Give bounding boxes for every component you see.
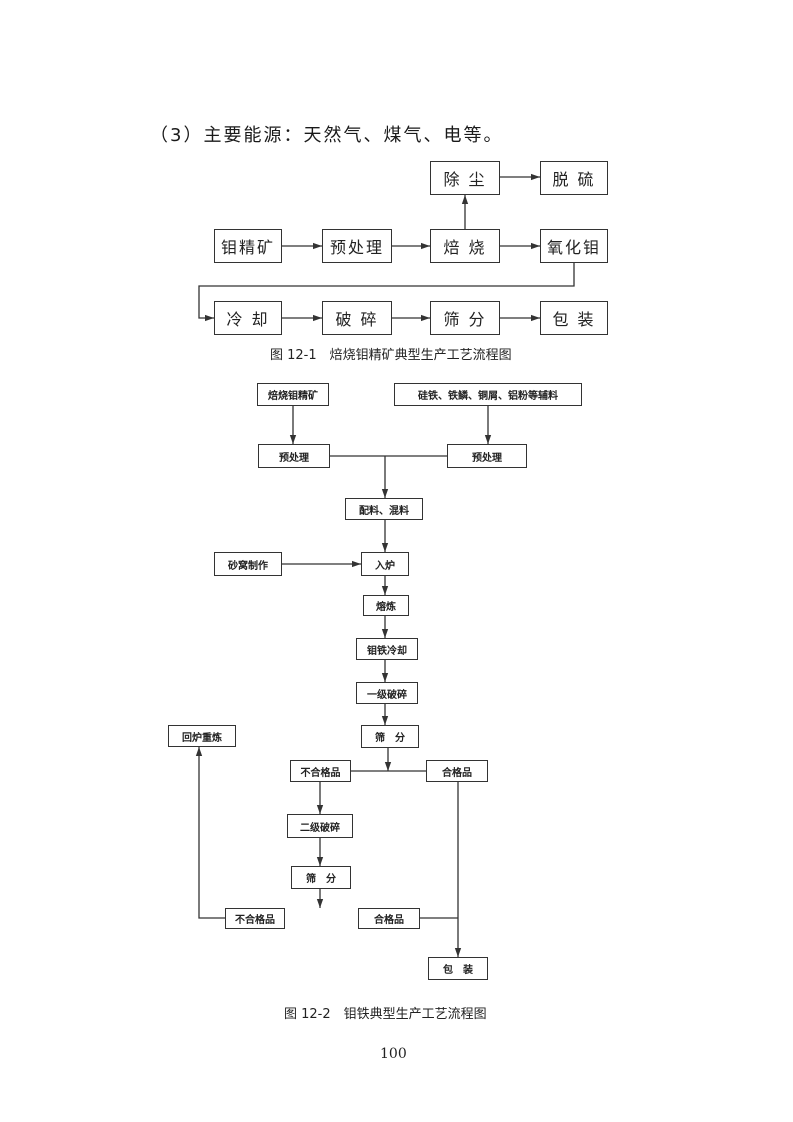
node-screening-1: 筛 分 xyxy=(361,725,419,748)
intro-text: （3）主要能源：天然气、煤气、电等。 xyxy=(150,125,504,146)
node-moly-concentrate: 钼精矿 xyxy=(214,229,282,263)
node-cooling: 冷 却 xyxy=(214,301,282,335)
node-crushing: 破 碎 xyxy=(322,301,392,335)
node-batching-mixing: 配料、混料 xyxy=(345,498,423,520)
node-desulfurization: 脱 硫 xyxy=(540,161,608,195)
node-pretreatment-left: 预处理 xyxy=(258,444,330,468)
figure-12-1-caption: 图 12-1 焙烧钼精矿典型生产工艺流程图 xyxy=(270,348,512,363)
node-auxiliary-materials: 硅铁、铁鳞、铜屑、铝粉等辅料 xyxy=(394,383,582,406)
node-charging: 入炉 xyxy=(361,552,409,576)
node-screening-2: 筛 分 xyxy=(291,866,351,889)
node-sand-nest: 砂窝制作 xyxy=(214,552,282,576)
node-pretreatment: 预处理 xyxy=(322,229,392,263)
node-roasted-concentrate: 焙烧钼精矿 xyxy=(257,383,329,406)
page-number: 100 xyxy=(380,1046,407,1062)
node-unqualified-2: 不合格品 xyxy=(225,908,285,929)
node-screening: 筛 分 xyxy=(430,301,500,335)
node-packaging: 包 装 xyxy=(540,301,608,335)
node-molybdenum-oxide: 氧化钼 xyxy=(540,229,608,263)
figure-12-2-caption: 图 12-2 钼铁典型生产工艺流程图 xyxy=(284,1007,487,1022)
node-remelt: 回炉重炼 xyxy=(168,725,236,747)
node-unqualified-1: 不合格品 xyxy=(290,760,351,782)
node-dust-removal: 除 尘 xyxy=(430,161,500,195)
node-roasting: 焙 烧 xyxy=(430,229,500,263)
node-primary-crushing: 一级破碎 xyxy=(356,682,418,704)
node-pretreatment-right: 预处理 xyxy=(447,444,527,468)
node-ferromoly-cooling: 钼铁冷却 xyxy=(356,638,418,660)
node-secondary-crushing: 二级破碎 xyxy=(287,814,353,838)
node-packaging-final: 包 装 xyxy=(428,957,488,980)
node-qualified-1: 合格品 xyxy=(426,760,488,782)
node-qualified-2: 合格品 xyxy=(358,908,420,929)
node-smelting: 熔炼 xyxy=(363,595,409,616)
